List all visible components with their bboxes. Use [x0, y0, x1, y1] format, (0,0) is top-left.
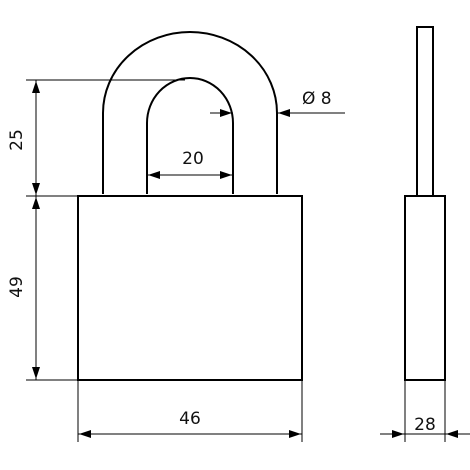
dimension-body-thickness: 28 — [414, 415, 436, 435]
shackle-diameter-dimension: Ø 8 — [210, 89, 345, 117]
dimension-body-height: 49 — [7, 276, 27, 298]
body-thickness-dimension: 28 — [380, 380, 470, 442]
shackle-inner-outline — [146, 77, 234, 194]
dimension-body-width: 46 — [179, 409, 201, 429]
shackle-outer-outline — [102, 31, 278, 194]
dimension-shackle-height: 25 — [7, 129, 27, 151]
dimension-shackle-diameter: Ø 8 — [302, 89, 332, 109]
side-view — [404, 26, 446, 381]
body-width-dimension: 46 — [77, 380, 303, 442]
vertical-dimensions: 25 49 — [7, 79, 185, 381]
inner-width-dimension: 20 — [147, 149, 233, 179]
shackle-side — [416, 26, 434, 197]
shackle-front-view — [102, 31, 278, 194]
dimension-shackle-inner-width: 20 — [182, 149, 204, 169]
padlock-body-side — [404, 195, 446, 381]
padlock-body-front — [77, 195, 303, 381]
